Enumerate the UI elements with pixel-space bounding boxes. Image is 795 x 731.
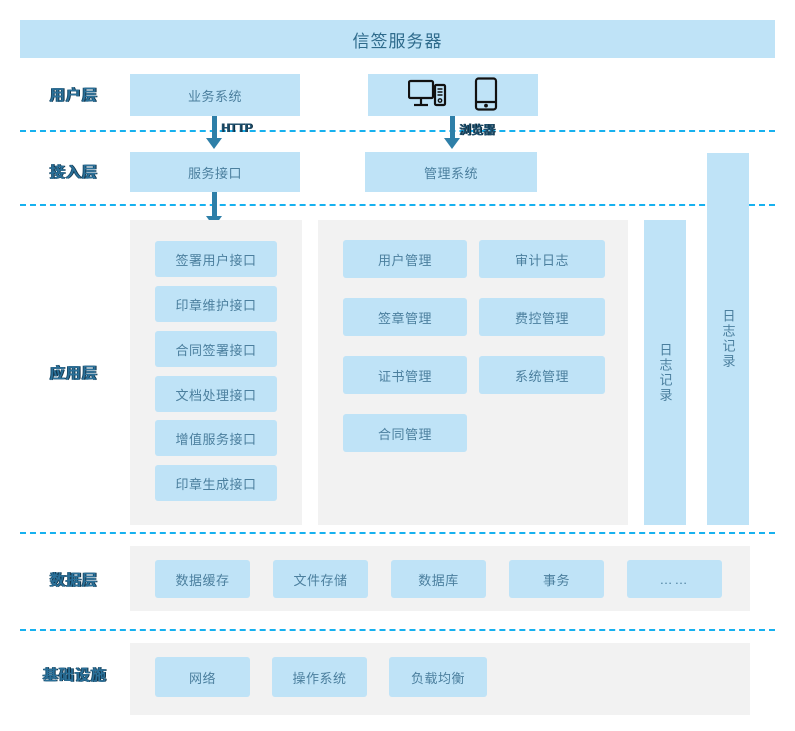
node-data-item-label: 事务 — [542, 572, 570, 588]
node-user-devices[interactable] — [368, 74, 538, 116]
node-app-interface-label: 印章生成接口 — [175, 476, 257, 492]
node-app-module[interactable]: 用户管理 — [343, 240, 467, 278]
node-app-interface-label: 合同签署接口 — [175, 342, 257, 358]
vbar-log-record-outer-label: 日志记录 — [720, 309, 736, 369]
node-business-system-label: 业务系统 — [187, 88, 242, 104]
node-app-interface[interactable]: 签署用户接口 — [155, 241, 277, 277]
node-infra-item[interactable]: 操作系统 — [272, 657, 367, 697]
node-app-module[interactable]: 合同管理 — [343, 414, 467, 452]
node-app-module-label: 用户管理 — [377, 252, 432, 268]
layer-label-access: 接入层 — [50, 164, 99, 181]
layer-label-infra: 基础设施 — [43, 667, 108, 684]
connector-http-line — [212, 116, 217, 142]
vbar-log-record-inner-label: 日志记录 — [657, 342, 673, 403]
node-data-item-label: 文件存储 — [293, 572, 348, 588]
node-infra-item[interactable]: 负载均衡 — [389, 657, 487, 697]
node-app-interface-label: 签署用户接口 — [175, 252, 257, 268]
node-data-item[interactable]: 事务 — [509, 560, 604, 598]
layer-label-user: 用户层 — [50, 87, 99, 104]
node-app-interface[interactable]: 合同签署接口 — [155, 331, 277, 367]
node-app-interface-label: 增值服务接口 — [175, 431, 257, 447]
node-app-module-label: 系统管理 — [514, 368, 569, 384]
node-app-module-label: 证书管理 — [377, 368, 432, 384]
connector-browser-arrow — [444, 138, 460, 149]
page-title-text: 信签服务器 — [352, 31, 443, 51]
node-service-interface-label: 服务接口 — [187, 165, 242, 181]
connector-http-arrow — [206, 138, 222, 149]
node-app-module-label: 费控管理 — [514, 310, 569, 326]
node-infra-item-label: 负载均衡 — [410, 670, 465, 686]
node-data-item-label: 数据库 — [418, 572, 459, 588]
node-app-interface-label: 文档处理接口 — [175, 387, 257, 403]
divider-app-data — [20, 532, 775, 534]
node-app-interface[interactable]: 增值服务接口 — [155, 420, 277, 456]
node-app-interface[interactable]: 文档处理接口 — [155, 376, 277, 412]
node-app-module[interactable]: 审计日志 — [479, 240, 605, 278]
node-business-system[interactable]: 业务系统 — [130, 74, 300, 116]
page-title: 信签服务器 — [20, 20, 775, 58]
divider-data-infra — [20, 629, 775, 631]
vbar-log-record-inner[interactable]: 日志记录 — [644, 220, 686, 525]
node-app-module-label: 合同管理 — [377, 426, 432, 442]
node-app-interface[interactable]: 印章维护接口 — [155, 286, 277, 322]
node-data-item-more-label: …… — [659, 571, 690, 587]
connector-service-to-app-line — [212, 192, 217, 222]
node-infra-item-label: 网络 — [188, 670, 216, 686]
device-icon-group — [368, 74, 538, 116]
node-data-item[interactable]: 文件存储 — [273, 560, 368, 598]
layer-label-app: 应用层 — [50, 365, 99, 382]
layer-label-data: 数据层 — [50, 572, 99, 589]
node-app-interface[interactable]: 印章生成接口 — [155, 465, 277, 501]
connector-browser-line — [450, 116, 455, 142]
node-data-item-label: 数据缓存 — [175, 572, 230, 588]
divider-access-app — [20, 204, 775, 206]
node-service-interface[interactable]: 服务接口 — [130, 152, 300, 192]
node-app-module[interactable]: 费控管理 — [479, 298, 605, 336]
node-data-item[interactable]: 数据库 — [391, 560, 486, 598]
divider-user-access — [20, 130, 775, 132]
node-app-module-label: 签章管理 — [377, 310, 432, 326]
node-app-module-label: 审计日志 — [514, 252, 569, 268]
node-data-item[interactable]: 数据缓存 — [155, 560, 250, 598]
node-app-module[interactable]: 签章管理 — [343, 298, 467, 336]
smartphone-icon — [474, 76, 498, 114]
node-app-interface-label: 印章维护接口 — [175, 297, 257, 313]
node-management-system-label: 管理系统 — [423, 165, 478, 181]
vbar-log-record-outer[interactable]: 日志记录 — [707, 153, 749, 525]
node-app-module[interactable]: 证书管理 — [343, 356, 467, 394]
node-app-module[interactable]: 系统管理 — [479, 356, 605, 394]
node-data-item-more[interactable]: …… — [627, 560, 722, 598]
desktop-computer-icon — [407, 78, 448, 113]
connector-browser-label: 浏览器 — [459, 123, 496, 137]
node-management-system[interactable]: 管理系统 — [365, 152, 537, 192]
node-infra-item[interactable]: 网络 — [155, 657, 250, 697]
node-infra-item-label: 操作系统 — [292, 670, 347, 686]
connector-http-label: HTTP — [221, 121, 253, 135]
